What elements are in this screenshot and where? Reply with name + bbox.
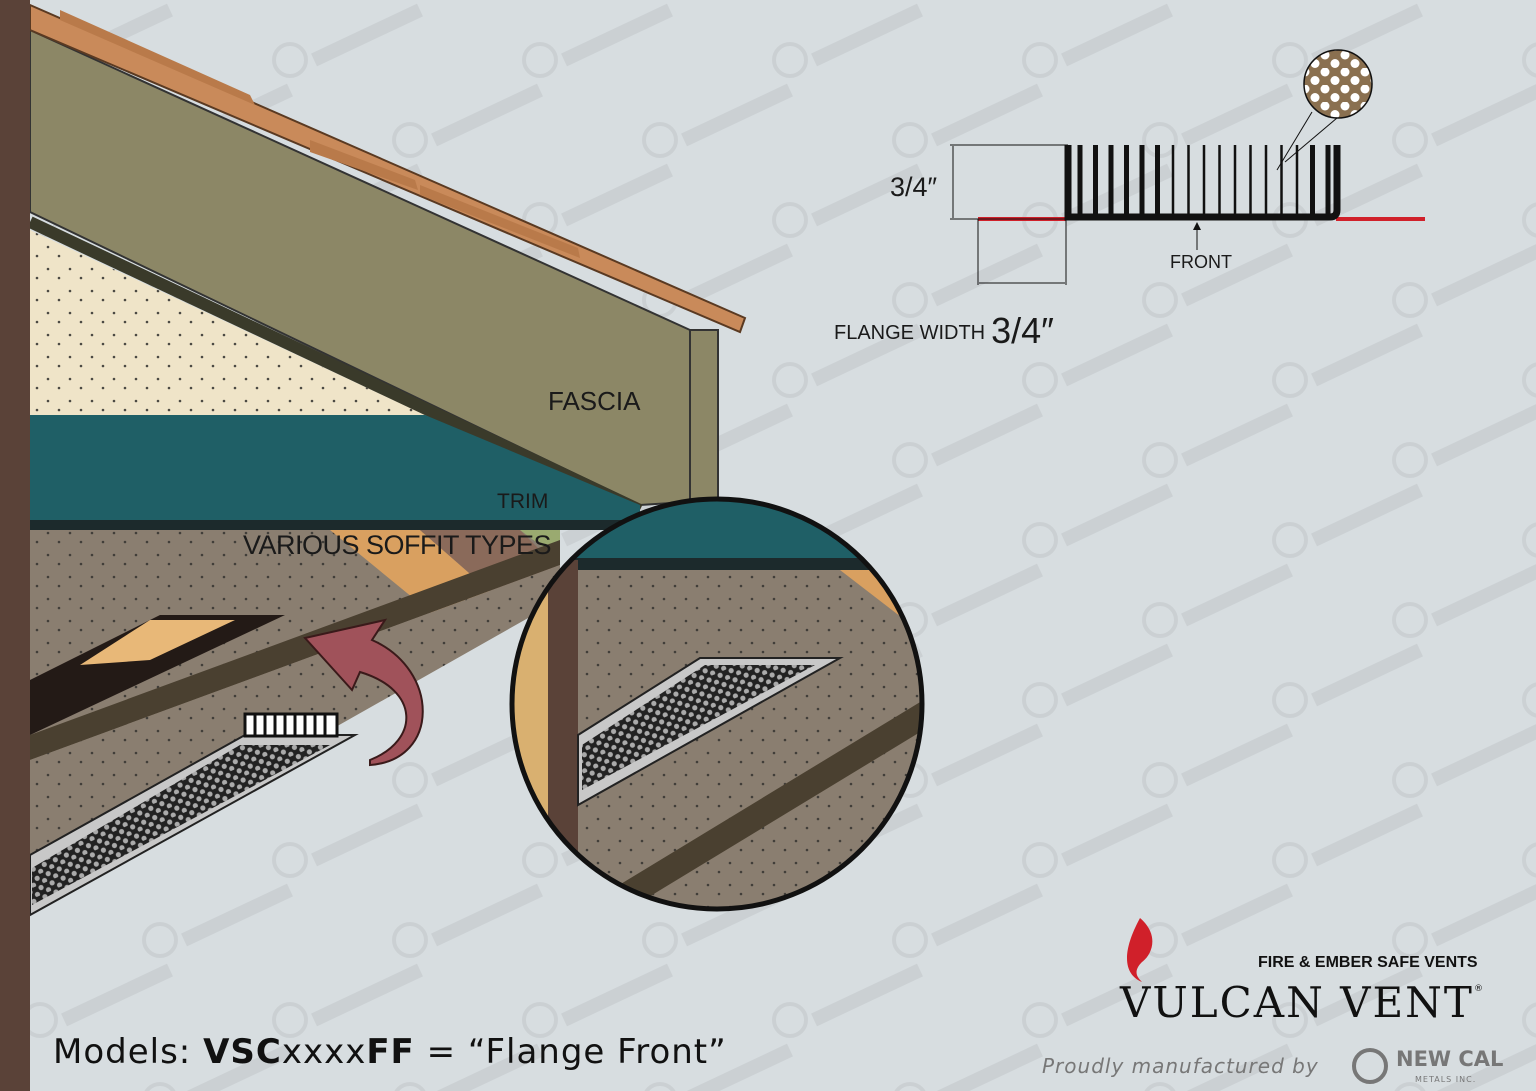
models-suffix: FF	[366, 1032, 415, 1072]
watermark-mark	[522, 963, 673, 1038]
mesh-detail-icon	[1303, 49, 1373, 119]
watermark-mark	[1522, 842, 1536, 878]
height-dimension: 3/4″	[890, 172, 938, 202]
fascia-label: FASCIA	[548, 386, 641, 416]
watermark-mark	[1392, 564, 1536, 638]
watermark-mark	[892, 403, 1043, 478]
maker-subtitle: METALS INC.	[1415, 1075, 1477, 1084]
soffit-opening	[30, 615, 285, 735]
models-prefix: Models:	[53, 1032, 204, 1072]
watermark-mark	[894, 1043, 1043, 1091]
watermark-mark	[1142, 883, 1293, 958]
watermark-mark	[272, 803, 423, 878]
watermark-mark	[522, 163, 673, 238]
magnifier-ring	[509, 496, 925, 912]
watermark-mark	[1142, 563, 1293, 638]
front-label: FRONT	[1170, 252, 1232, 272]
watermark-mark	[892, 243, 1043, 318]
watermark-mark	[1392, 884, 1536, 958]
watermark-mark	[1142, 403, 1293, 478]
trim-label: TRIM	[497, 490, 549, 513]
watermark-mark	[1522, 362, 1536, 398]
models-x: xxxx	[281, 1032, 367, 1072]
curved-arrow-icon	[303, 618, 424, 767]
models-caption: Models: VSCxxxxFF = “Flange Front”	[53, 1032, 727, 1072]
watermark-mark	[892, 883, 1043, 958]
watermark-mark	[1522, 1002, 1536, 1038]
watermark-mark	[22, 963, 173, 1038]
watermark-mark	[144, 1043, 293, 1091]
watermark-mark	[394, 1043, 543, 1091]
watermark-mark	[1522, 522, 1536, 558]
vent-profile-icon	[243, 712, 339, 738]
watermark-mark	[1522, 682, 1536, 718]
watermark-mark	[1392, 84, 1536, 158]
watermark-mark	[772, 323, 923, 398]
vent-profile-detail	[950, 49, 1425, 285]
watermark-mark	[1392, 724, 1536, 798]
new-cal-logo-icon	[1352, 1048, 1388, 1084]
watermark-mark	[1392, 404, 1536, 478]
watermark-mark	[892, 83, 1043, 158]
watermark-mark	[892, 563, 1043, 638]
manufactured-by: Proudly manufactured by	[1042, 1054, 1319, 1078]
watermark-mark	[644, 1043, 793, 1091]
watermark-mark	[392, 83, 543, 158]
watermark-mark	[1022, 323, 1173, 398]
fascia-board	[689, 329, 719, 503]
watermark-mark	[1022, 3, 1173, 78]
trim-board	[30, 415, 640, 522]
watermark-mark	[272, 963, 423, 1038]
brand-logo: VULCAN VENT	[1120, 978, 1474, 1027]
brand-tagline: FIRE & EMBER SAFE VENTS	[1258, 954, 1478, 971]
flange-width-value: 3/4″	[991, 310, 1054, 351]
watermark-mark	[642, 83, 793, 158]
watermark-mark	[772, 963, 923, 1038]
watermark-mark	[1522, 42, 1536, 78]
wall	[0, 0, 30, 1091]
watermark-mark	[522, 3, 673, 78]
watermark-mark	[1272, 483, 1423, 558]
watermark-mark	[1272, 323, 1423, 398]
watermark-mark	[392, 883, 543, 958]
watermark-mark	[1144, 1043, 1293, 1091]
watermark-mark	[1142, 243, 1293, 318]
watermark-mark	[1022, 963, 1173, 1038]
flange-width-text: FLANGE WIDTH	[834, 322, 986, 344]
magnified-detail	[514, 501, 920, 907]
flame-icon	[1127, 918, 1153, 982]
watermark-mark	[1022, 483, 1173, 558]
soffit-board-edge	[30, 540, 560, 760]
watermark-mark	[142, 883, 293, 958]
watermark-mark	[1142, 83, 1293, 158]
watermark-mark	[1142, 723, 1293, 798]
registered-mark: ®	[1474, 984, 1483, 994]
watermark-mark	[1522, 202, 1536, 238]
watermark-mark	[272, 3, 423, 78]
models-eq: = “Flange Front”	[414, 1032, 727, 1072]
watermark-mark	[1394, 1044, 1536, 1091]
models-code: VSC	[203, 1032, 282, 1072]
watermark-mark	[1022, 643, 1173, 718]
watermark-mark	[1392, 244, 1536, 318]
watermark-mark	[772, 3, 923, 78]
soffit-label: VARIOUS SOFFIT TYPES	[243, 530, 552, 560]
maker-name: NEW CAL	[1396, 1047, 1504, 1071]
watermark-mark	[1272, 803, 1423, 878]
watermark-mark	[1022, 803, 1173, 878]
watermark-mark	[772, 163, 923, 238]
watermark-mark	[1272, 963, 1423, 1038]
watermark-mark	[1272, 643, 1423, 718]
